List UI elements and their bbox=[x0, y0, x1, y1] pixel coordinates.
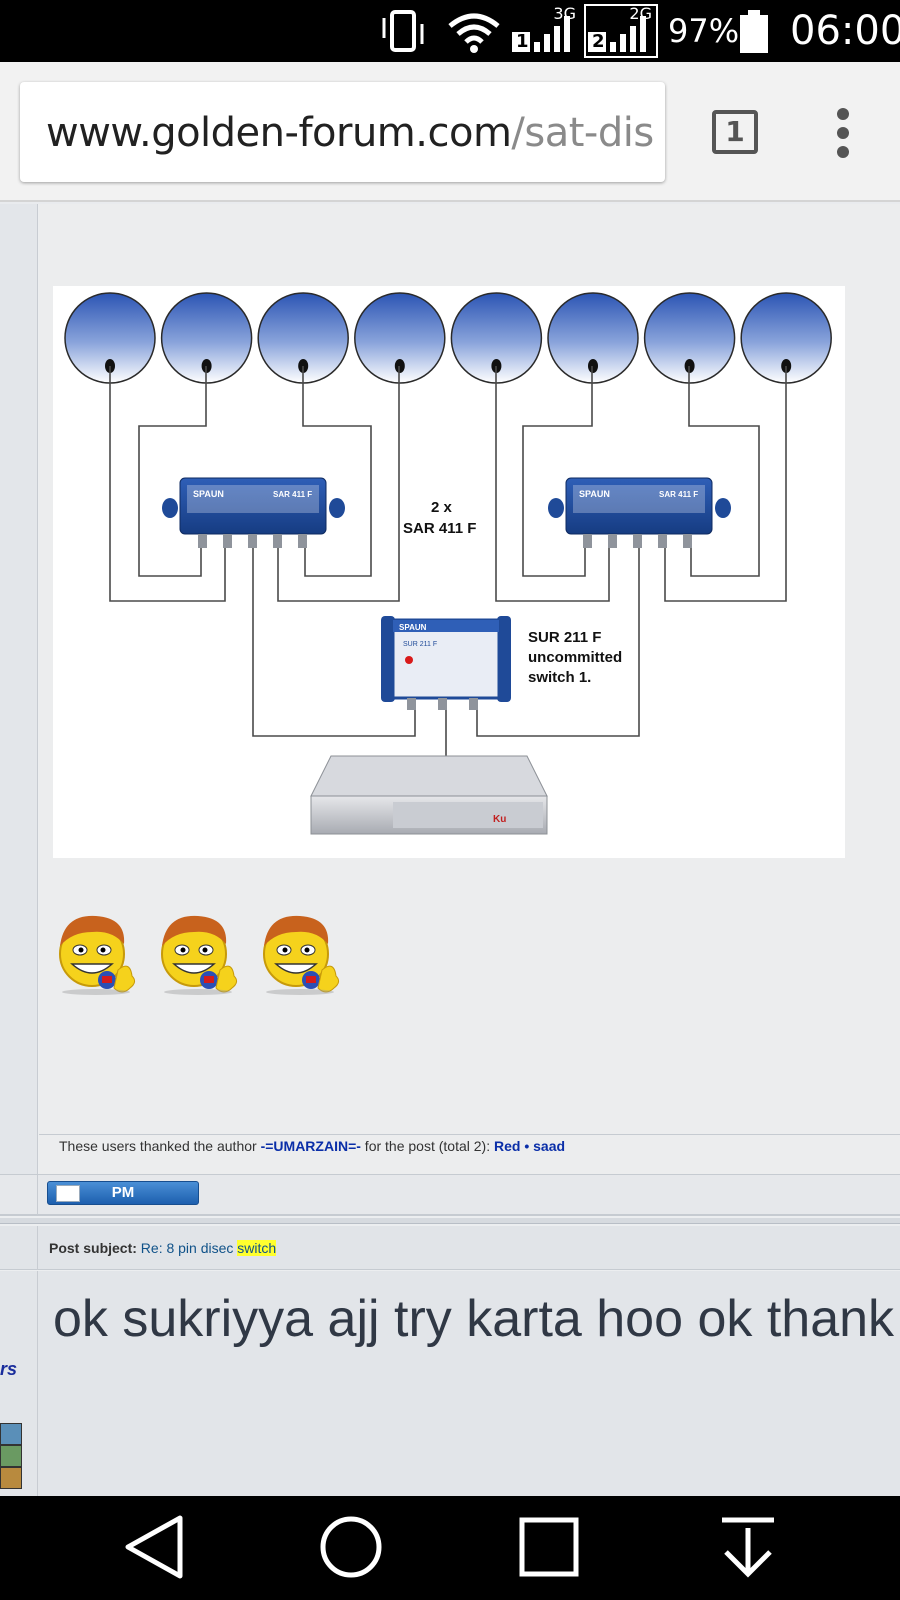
satellite-dish bbox=[547, 292, 639, 384]
post-separator bbox=[0, 1218, 900, 1224]
notification-pull-down-icon[interactable] bbox=[718, 1514, 778, 1580]
device-model-label: SAR 411 F bbox=[273, 490, 312, 499]
back-icon[interactable] bbox=[122, 1514, 186, 1580]
thanks-middle: for the post (total 2): bbox=[360, 1138, 494, 1154]
satellite-wiring-diagram: SPAUN SAR 411 F SPAUN SAR 411 F bbox=[53, 286, 845, 858]
battery-percent: 97% bbox=[668, 12, 740, 50]
sim1-number: 1 bbox=[516, 31, 529, 52]
satellite-dish bbox=[64, 292, 156, 384]
grinning-thumbs-up-emoticon bbox=[161, 915, 238, 995]
signal-sim1-icon: 3G 1 bbox=[510, 4, 580, 56]
url-text: www.golden-forum.com/sat-dis bbox=[46, 110, 654, 156]
thanks-list: These users thanked the author -=UMARZAI… bbox=[59, 1138, 565, 1154]
network-type-sim1: 3G bbox=[553, 4, 576, 23]
pm-button-label: PM bbox=[111, 1184, 135, 1201]
device-brand-label: SPAUN bbox=[579, 489, 610, 499]
sar-model-label: SAR 411 F bbox=[403, 520, 476, 537]
status-bar: 3G 1 2G 2 97% 06:00 bbox=[0, 0, 900, 62]
post-header: Post subject: Re: 8 pin disec switch bbox=[0, 1226, 900, 1270]
sur-211f-switch: SPAUN SUR 211 F bbox=[381, 616, 511, 710]
user-badge-icon bbox=[0, 1423, 22, 1445]
url-bar[interactable]: www.golden-forum.com/sat-dis bbox=[20, 82, 665, 182]
poster-name-fragment[interactable]: rs bbox=[0, 1359, 18, 1379]
poster-profile-column: rs bbox=[0, 1271, 38, 1496]
url-path: /sat-dis bbox=[511, 110, 654, 156]
sim2-number: 2 bbox=[592, 31, 605, 52]
grinning-thumbs-up-emoticon bbox=[263, 915, 340, 995]
vibrate-icon bbox=[382, 10, 424, 52]
user-badge-icon bbox=[0, 1445, 22, 1467]
wifi-icon bbox=[448, 13, 500, 53]
browser-toolbar: www.golden-forum.com/sat-dis 1 bbox=[0, 62, 900, 202]
satellite-receiver: Ku bbox=[310, 755, 548, 835]
thanks-prefix: These users thanked the author bbox=[59, 1138, 261, 1154]
thanked-user-link[interactable]: saad bbox=[533, 1138, 566, 1154]
clock: 06:00 bbox=[790, 8, 900, 54]
satellite-dish bbox=[643, 292, 736, 384]
overflow-menu-icon[interactable] bbox=[828, 108, 858, 158]
device-model-label: SUR 211 F bbox=[403, 641, 437, 648]
sur-switch-label: switch 1. bbox=[528, 669, 591, 686]
post-subject-link[interactable]: Re: 8 pin disec switch bbox=[140, 1240, 277, 1256]
subject-row-gutter bbox=[0, 1226, 38, 1270]
device-brand-label: SPAUN bbox=[399, 623, 427, 632]
android-navigation-bar bbox=[0, 1496, 900, 1600]
post-body-row: rs ok sukriyya ajj try karta hoo ok than… bbox=[0, 1271, 900, 1496]
device-model-label: SAR 411 F bbox=[659, 490, 698, 499]
coax-cables bbox=[109, 366, 787, 766]
author-link[interactable]: -=UMARZAIN=- bbox=[260, 1138, 361, 1154]
pm-row-gutter bbox=[0, 1175, 38, 1215]
pm-button[interactable]: PM bbox=[47, 1181, 199, 1205]
satellite-dishes bbox=[64, 292, 832, 384]
post-actions-row: PM bbox=[0, 1174, 900, 1216]
network-type-sim2: 2G bbox=[629, 4, 652, 23]
battery-icon bbox=[740, 10, 768, 53]
post-profile-column bbox=[0, 204, 38, 1174]
thanks-separator: • bbox=[520, 1138, 534, 1154]
sur-type-label: uncommitted bbox=[528, 649, 622, 666]
receiver-brand-label: Ku bbox=[493, 814, 506, 825]
tab-switcher-button[interactable]: 1 bbox=[712, 110, 758, 154]
sar-quantity-label: 2 x bbox=[431, 499, 453, 516]
signal-sim2-icon: 2G 2 bbox=[584, 4, 658, 58]
sur-model-label: SUR 211 F bbox=[528, 629, 601, 646]
post-subject-text: Re: 8 pin disec bbox=[140, 1240, 234, 1256]
home-icon[interactable] bbox=[318, 1514, 384, 1580]
thanked-user-link[interactable]: Red bbox=[493, 1138, 521, 1154]
grinning-thumbs-up-emoticon bbox=[59, 915, 136, 995]
divider bbox=[39, 1134, 900, 1135]
recent-apps-icon[interactable] bbox=[518, 1516, 580, 1578]
forum-page: SPAUN SAR 411 F SPAUN SAR 411 F bbox=[0, 204, 900, 1496]
url-domain: www.golden-forum.com bbox=[46, 110, 512, 156]
envelope-icon bbox=[56, 1185, 80, 1202]
post-subject: Post subject: Re: 8 pin disec switch bbox=[49, 1240, 277, 1256]
sar-411f-right: SPAUN SAR 411 F bbox=[548, 477, 731, 548]
post-message: ok sukriyya ajj try karta hoo ok thank bbox=[53, 1290, 895, 1348]
search-highlight: switch bbox=[237, 1240, 277, 1256]
device-brand-label: SPAUN bbox=[193, 489, 224, 499]
sar-411f-left: SPAUN SAR 411 F bbox=[162, 477, 345, 548]
post-subject-label: Post subject: bbox=[49, 1240, 137, 1256]
user-badge-icon bbox=[0, 1467, 22, 1489]
